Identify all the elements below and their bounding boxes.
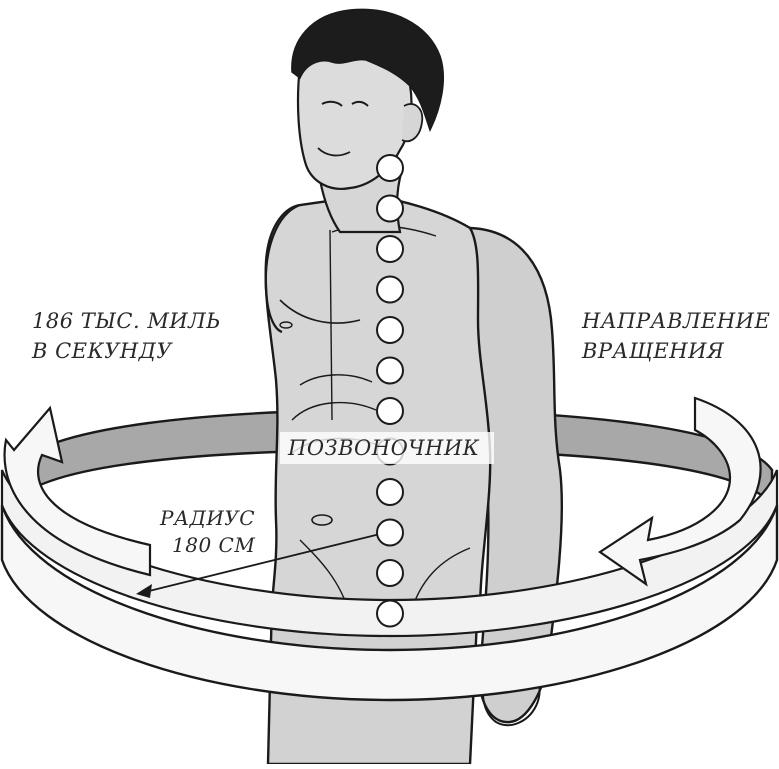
ring-front [0,469,779,702]
ear [401,103,424,143]
vertebra-12 [376,599,404,628]
vertebra-10 [376,518,404,547]
direction-label-line2: ВРАЩЕНИЯ [581,339,725,363]
hair [291,8,444,132]
speed-label-line1: 186 ТЫС. МИЛЬ [32,309,221,333]
speed-label-line2: В СЕКУНДУ [31,339,173,363]
left-shoulder [264,203,301,334]
spine-label: ПОЗВОНОЧНИК [287,436,480,460]
torso [264,193,492,614]
vertebra-9 [376,478,404,506]
vertebra-5 [376,316,404,344]
left-rotation-arrow [3,405,152,577]
vertebra-3 [376,235,404,263]
direction-label-line1: НАПРАВЛЕНИЕ [581,309,770,333]
vertebra-1 [376,154,404,182]
spine-vertebrae [376,154,404,628]
vertebra-6 [376,356,404,385]
radius-label-line1: РАДИУС [159,506,255,530]
vertebra-2 [376,194,404,223]
navel [311,514,333,526]
vertebra-7 [376,397,404,425]
radius-label-line2: 180 СМ [172,533,255,557]
right-rotation-arrow [598,396,762,587]
radius-pointer [136,533,381,598]
spine-label-bg [280,432,494,464]
vertebra-4 [376,275,404,304]
vertebra-11 [376,559,404,587]
